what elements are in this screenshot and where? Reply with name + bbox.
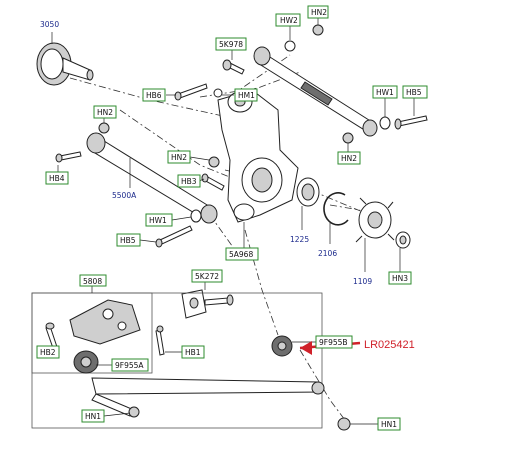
callout-hn2-right: HN2 <box>337 151 361 165</box>
svg-text:HN3: HN3 <box>392 274 408 283</box>
callout-hb5-right: HB5 <box>402 85 428 99</box>
svg-text:HW1: HW1 <box>376 88 394 97</box>
svg-text:HB2: HB2 <box>40 348 56 357</box>
driveshaft-3050: 3050 <box>36 20 94 86</box>
callout-5k978: 5K978 <box>215 37 247 51</box>
svg-text:HN2: HN2 <box>171 153 187 162</box>
upper-lateral-arm <box>253 46 378 137</box>
svg-text:HN1: HN1 <box>85 412 101 421</box>
callout-leaders <box>47 18 415 417</box>
callout-hb6: HB6 <box>142 88 166 102</box>
svg-text:HB5: HB5 <box>406 88 422 97</box>
callout-5k272: 5K272 <box>191 269 223 283</box>
svg-text:5K978: 5K978 <box>219 40 243 49</box>
part-label-5500A: 5500A <box>112 191 137 200</box>
nut-HN3 <box>395 231 411 272</box>
svg-text:HB4: HB4 <box>49 174 65 183</box>
callout-hb4: HB4 <box>45 171 69 185</box>
svg-text:HN2: HN2 <box>341 154 357 163</box>
part-label-1109: 1109 <box>353 277 372 286</box>
callout-5808: 5808 <box>79 274 107 287</box>
callout-5a968: 5A968 <box>225 247 259 261</box>
svg-text:HW1: HW1 <box>149 216 167 225</box>
callout-hn2-top: HN2 <box>307 5 329 19</box>
svg-text:5K272: 5K272 <box>195 272 219 281</box>
svg-text:HN1: HN1 <box>381 420 397 429</box>
svg-text:HN2: HN2 <box>97 108 113 117</box>
callout-hb2: HB2 <box>36 345 60 359</box>
trailing-arm-group-5808 <box>31 282 325 429</box>
callout-9f955b: 9F955B <box>315 335 353 349</box>
svg-text:5808: 5808 <box>83 277 102 286</box>
fasteners <box>55 24 428 248</box>
bush-bracket-5K272 <box>181 289 234 319</box>
svg-text:HB3: HB3 <box>181 177 197 186</box>
nut-HN1-right <box>337 417 378 431</box>
callout-9f955a: 9F955A <box>111 358 149 372</box>
bush-9F955B <box>271 335 293 357</box>
callout-hn2-mid: HN2 <box>167 150 191 164</box>
part-label-1225: 1225 <box>290 235 309 244</box>
svg-text:HB5: HB5 <box>120 236 136 245</box>
callout-hb5-left: HB5 <box>116 233 141 247</box>
callout-hb1: HB1 <box>181 345 205 359</box>
part-number-label: LR025421 <box>364 339 415 351</box>
part-label-3050: 3050 <box>40 20 59 29</box>
callout-hw2-top: HW2 <box>275 13 301 27</box>
svg-text:9F955A: 9F955A <box>115 361 144 370</box>
callout-tags: HW2 HN2 5K978 HB6 HM1 HW1 HB5 HN2 HN2 HN… <box>36 5 428 431</box>
callout-hw1-right: HW1 <box>372 85 398 99</box>
svg-text:HW2: HW2 <box>280 16 298 25</box>
wheel-hub-1109: 1109 <box>353 197 395 286</box>
wheel-bearing-1225: 1225 <box>290 177 320 244</box>
circlip-2106: 2106 <box>318 192 349 258</box>
lateral-arm-5500A: 5500A <box>86 132 218 224</box>
callout-hw1-left: HW1 <box>145 213 173 227</box>
callout-hn3: HN3 <box>388 271 412 285</box>
part-label-2106: 2106 <box>318 249 337 258</box>
callout-hn1-left: HN1 <box>81 409 105 423</box>
svg-text:HN2: HN2 <box>311 8 327 17</box>
svg-text:9F955B: 9F955B <box>319 338 348 347</box>
svg-text:HM1: HM1 <box>238 91 255 100</box>
svg-text:HB1: HB1 <box>185 348 201 357</box>
callout-hb3: HB3 <box>177 174 201 188</box>
svg-text:HB6: HB6 <box>146 91 162 100</box>
callout-hn2-left: HN2 <box>93 105 117 119</box>
callout-hm1: HM1 <box>234 88 258 102</box>
callout-hn1-right: HN1 <box>377 417 401 431</box>
hub-knuckle-5A968 <box>217 89 299 248</box>
svg-text:5A968: 5A968 <box>229 250 253 259</box>
